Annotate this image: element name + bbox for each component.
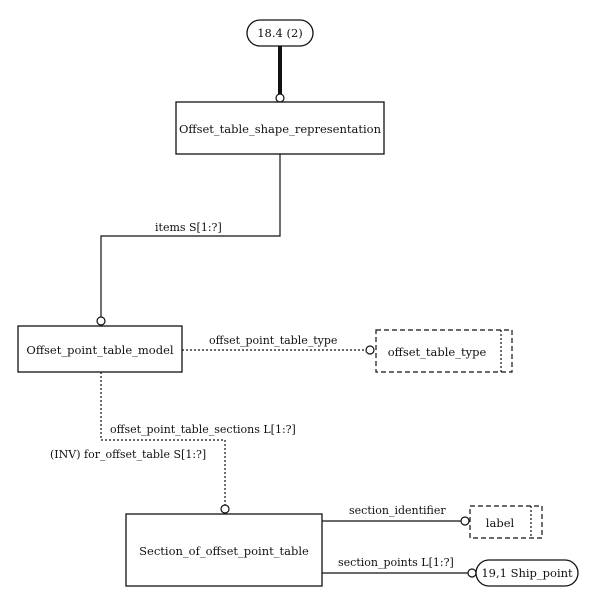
type-offset-table-type-label: offset_table_type [388, 345, 487, 359]
relation-sections-line [100, 372, 226, 505]
relation-inverse-label: (INV) for_offset_table S[1:?] [50, 448, 206, 461]
relation-items-circle [96, 316, 106, 326]
page-ref-top-label: 18.4 (2) [257, 26, 303, 40]
type-offset-table-type[interactable] [375, 329, 513, 373]
relation-items-line [100, 154, 281, 317]
relation-section-points-circle [467, 568, 477, 578]
page-ref-ship-point[interactable] [475, 559, 579, 587]
entity-offset-point-table-model[interactable] [17, 325, 183, 373]
relation-section-identifier-label: section_identifier [349, 504, 446, 517]
entity-section-of-offset-point-table-label: Section_of_offset_point_table [139, 544, 309, 558]
supertype-circle [275, 93, 285, 103]
entity-offset-point-table-model-label: Offset_point_table_model [26, 343, 173, 357]
relation-items-label: items S[1:?] [155, 221, 222, 234]
relation-offset-point-table-type-label: offset_point_table_type [209, 334, 337, 347]
relation-sections-label: offset_point_table_sections L[1:?] [110, 423, 296, 436]
relation-section-identifier-circle [460, 516, 470, 526]
page-ref-ship-point-label: 19,1 Ship_point [481, 566, 573, 580]
relation-section-points-label: section_points L[1:?] [338, 556, 454, 569]
relation-offset-point-table-type-circle [365, 345, 375, 355]
entity-section-of-offset-point-table[interactable] [125, 513, 323, 587]
type-label[interactable] [469, 505, 543, 539]
relation-sections-circle [220, 504, 230, 514]
entity-offset-table-shape-representation[interactable] [175, 101, 385, 155]
entity-offset-table-shape-representation-label: Offset_table_shape_representation [179, 122, 382, 136]
type-label-label: label [486, 516, 515, 530]
